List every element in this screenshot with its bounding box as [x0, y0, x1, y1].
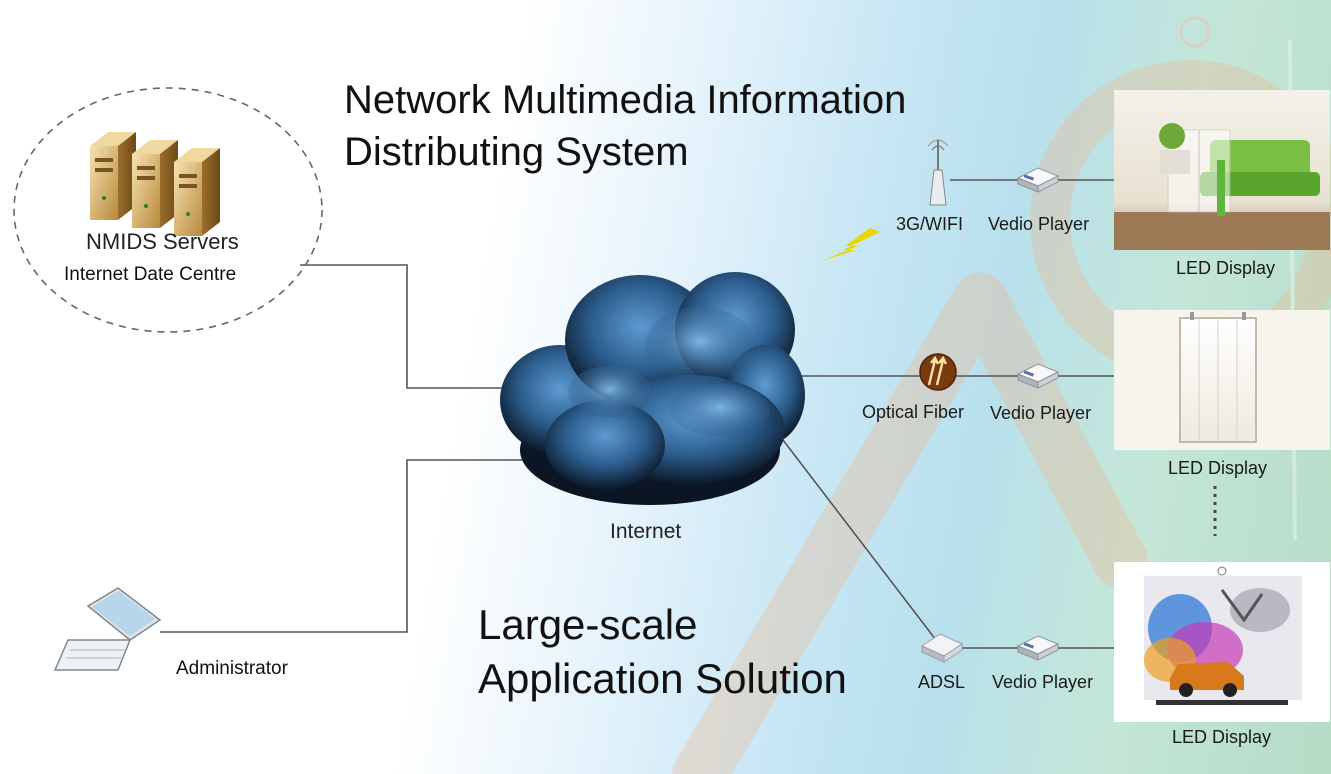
- optical-fiber-icon: [919, 353, 957, 391]
- adsl-modem-icon: [920, 633, 964, 663]
- led-display-label: LED Display: [1176, 258, 1276, 278]
- administrator-to-internet-line: [160, 459, 540, 633]
- led-display-label: LED Display: [1172, 727, 1272, 747]
- video-player-label: Vedio Player: [992, 672, 1094, 692]
- connection-type-label: 3G/WIFI: [896, 214, 963, 234]
- wireless-signal-icon: [818, 228, 880, 262]
- diagram-title-line-1: Network Multimedia Information: [344, 78, 907, 122]
- internet-to-adsl-line: [782, 439, 937, 641]
- solution-heading-line-2: Application Solution: [478, 655, 847, 702]
- led-display-image-panel: [1114, 310, 1330, 450]
- led-display-label: LED Display: [1168, 458, 1268, 478]
- connection-lines: [160, 179, 1114, 649]
- antenna-icon: [927, 139, 949, 206]
- video-player-icon: [1016, 363, 1060, 389]
- laptop-icon: [53, 587, 162, 671]
- internet-cloud-icon: [500, 272, 805, 505]
- server-cluster-outline: [13, 87, 323, 333]
- video-player-label: Vedio Player: [988, 214, 1090, 234]
- connection-type-label: ADSL: [918, 672, 966, 692]
- diagram-title-line-2: Distributing System: [344, 130, 689, 174]
- internet-label: Internet: [610, 520, 682, 543]
- solution-heading-line-1: Large-scale: [478, 601, 698, 648]
- video-player-icon: [1016, 635, 1060, 661]
- servers-name-label: NMIDS Servers: [86, 229, 239, 254]
- led-display-image-room: [1114, 90, 1330, 250]
- connection-type-label: Optical Fiber: [862, 402, 965, 422]
- servers-to-internet-line: [300, 264, 530, 389]
- led-display-image-car: [1114, 562, 1330, 722]
- servers-location-label: Internet Date Centre: [64, 264, 237, 285]
- server-icon: [90, 132, 220, 236]
- video-player-label: Vedio Player: [990, 403, 1092, 423]
- video-player-icon: [1016, 167, 1060, 193]
- administrator-label: Administrator: [176, 658, 288, 679]
